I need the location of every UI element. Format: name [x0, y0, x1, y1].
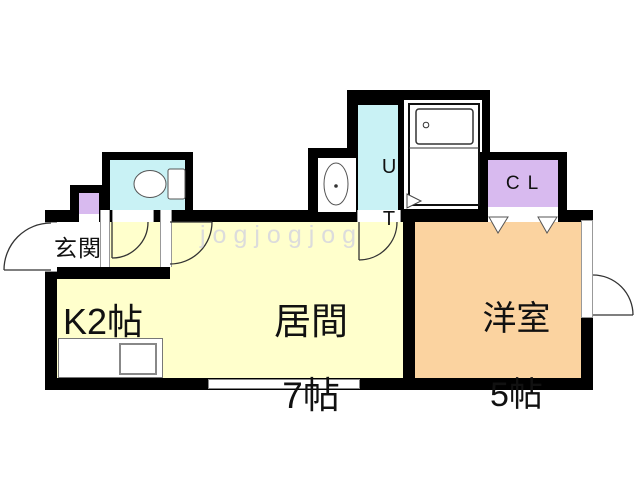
watermark: jogjogjog — [200, 221, 364, 249]
ut-door-opening — [357, 210, 401, 222]
bottom-window — [208, 379, 360, 389]
shoe-cabinet-opening — [79, 214, 99, 222]
ut-label-line2: T — [382, 208, 396, 230]
closet-opening — [488, 207, 558, 222]
toilet-door-opening — [112, 210, 154, 222]
genkan-bottom-wall — [45, 267, 170, 279]
shoe-cabinet — [79, 193, 99, 214]
western-door-opening — [581, 220, 593, 318]
living-room-size: 7帖 — [282, 375, 340, 416]
toilet-room-floor — [110, 160, 185, 210]
ut-label-line1: U — [381, 156, 397, 178]
western-room-name: 洋室 — [482, 300, 551, 338]
western-room-label: 洋室 5帖 — [420, 262, 575, 452]
ut-label: U T — [357, 128, 399, 258]
closet-floor — [488, 160, 558, 207]
genkan-step-frame — [100, 210, 110, 267]
living-room-name: 居間 — [274, 301, 349, 342]
entrance-door-arc — [3, 222, 52, 271]
kitchen-sink — [119, 343, 157, 375]
washbasin-room-floor — [318, 158, 356, 212]
western-room-size: 5帖 — [489, 376, 543, 414]
western-door-arc — [592, 274, 634, 316]
living-room-label: 居間 7帖 — [213, 266, 368, 451]
genkan-label: 玄関 — [54, 235, 102, 261]
ut-room-floor — [358, 105, 398, 212]
kitchen-label: K2帖 — [63, 301, 144, 342]
genkan-floor — [57, 222, 100, 267]
western-room-floor — [415, 222, 581, 378]
closet-label: CL — [505, 173, 547, 194]
living-door-frame — [160, 210, 172, 267]
bathroom-floor — [404, 100, 482, 209]
